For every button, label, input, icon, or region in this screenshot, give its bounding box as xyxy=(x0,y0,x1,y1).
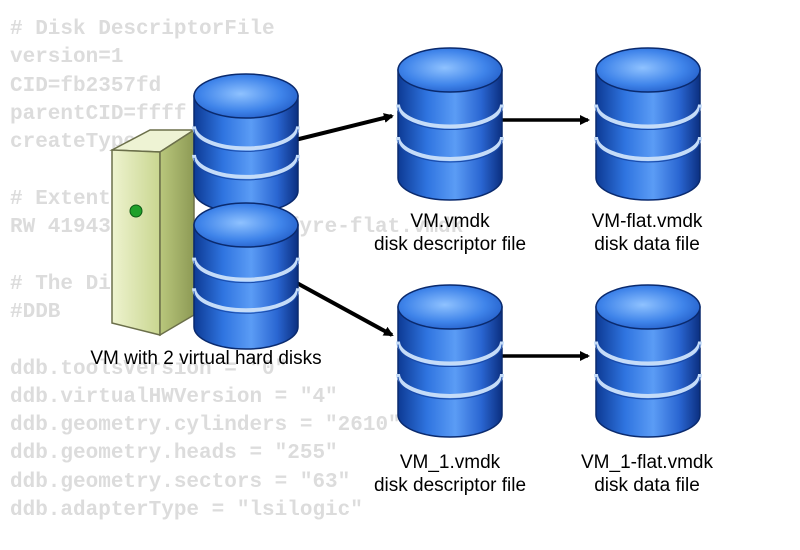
vm-disk-1-icon xyxy=(192,73,300,214)
code-line: CID=fb2357fd xyxy=(10,74,162,98)
disk2-data-icon xyxy=(594,284,702,438)
arrow-vm-to-disk2-descriptor xyxy=(294,280,394,337)
disk1-data-type: disk data file xyxy=(594,234,700,255)
code-line: # The Di xyxy=(10,272,111,296)
code-line: #DDB xyxy=(10,300,61,324)
disk2-descriptor-icon xyxy=(396,284,504,438)
code-line: ddb.geometry.sectors = "63" xyxy=(10,470,351,494)
disk1-descriptor-icon xyxy=(396,47,504,201)
code-line: ddb.geometry.cylinders = "2610" xyxy=(10,414,401,438)
power-led-icon xyxy=(129,204,143,218)
disk1-data-icon xyxy=(594,47,702,201)
disk1-descriptor-name: VM.vmdk xyxy=(410,211,490,232)
code-line: # Disk DescriptorFile xyxy=(10,18,275,41)
code-line-fragment: fyre-flat.vmdk xyxy=(286,216,464,240)
code-line: parentCID=ffff xyxy=(10,102,187,126)
disk1-data-name: VM-flat.vmdk xyxy=(591,211,703,232)
code-line: version=1 xyxy=(10,46,124,70)
disk1-descriptor-type: disk descriptor file xyxy=(373,234,527,255)
disk2-data-name: VM_1-flat.vmdk xyxy=(581,452,713,473)
disk2-descriptor-name: VM_1.vmdk xyxy=(399,452,501,473)
disk2-descriptor-caption: VM_1.vmdk disk descriptor file xyxy=(345,451,555,497)
server-icon xyxy=(109,128,197,337)
disk2-data-type: disk data file xyxy=(594,475,700,496)
vm-caption-text: VM with 2 virtual hard disks xyxy=(90,348,322,369)
disk2-descriptor-type: disk descriptor file xyxy=(373,475,527,496)
code-line: ddb.geometry.heads = "255" xyxy=(10,442,338,466)
arrow-vm-to-disk1-descriptor xyxy=(294,113,394,142)
vm-caption: VM with 2 virtual hard disks xyxy=(66,347,346,370)
code-line: ddb.toolsVersion = "0" xyxy=(10,357,288,381)
code-line: createType xyxy=(10,131,137,155)
disk1-data-caption: VM-flat.vmdk disk data file xyxy=(547,210,747,256)
disk2-data-caption: VM_1-flat.vmdk disk data file xyxy=(537,451,757,497)
code-line: ddb.virtualHWVersion = "4" xyxy=(10,385,338,409)
vm-disk-2-icon xyxy=(192,202,300,350)
disk1-descriptor-caption: VM.vmdk disk descriptor file xyxy=(345,210,555,256)
code-line: ddb.adapterType = "lsilogic" xyxy=(10,499,363,523)
code-line: # Extent xyxy=(10,187,111,211)
